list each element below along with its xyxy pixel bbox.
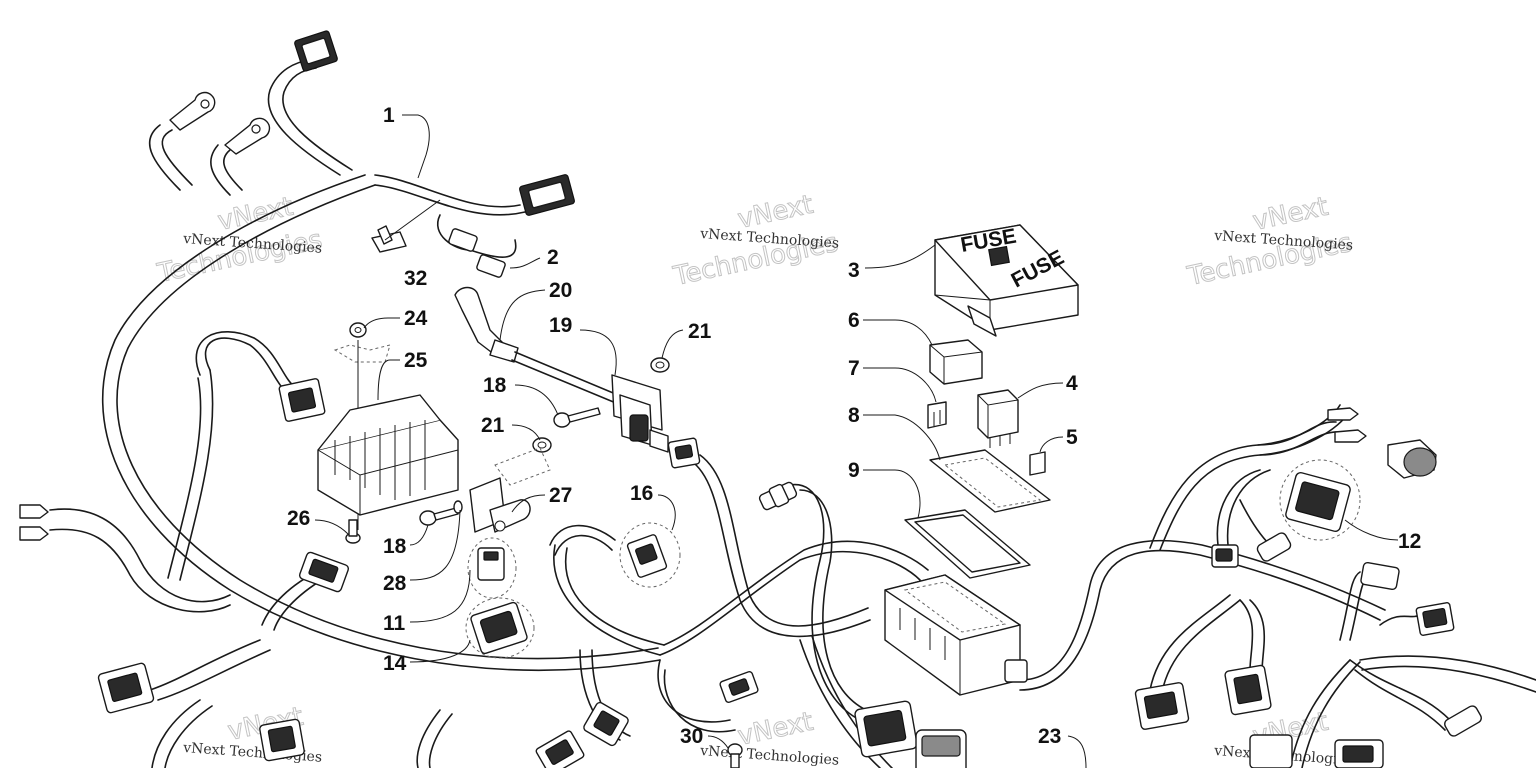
connector-small-mid xyxy=(758,481,798,511)
callout-23: 23 xyxy=(1038,725,1061,748)
connector-right-small-2 xyxy=(1256,532,1292,562)
callout-14: 14 xyxy=(383,652,407,675)
connector-bottom-left-2 xyxy=(259,718,305,762)
watermark-3: vNext Technologies vNext Technologies xyxy=(1184,191,1356,292)
switch-knob xyxy=(1387,439,1437,479)
callout-18-top: 18 xyxy=(483,374,507,397)
callout-12: 12 xyxy=(1398,530,1421,553)
callout-24: 24 xyxy=(404,307,428,330)
main-harness xyxy=(49,59,1536,768)
connector-bottom-mid-1 xyxy=(535,730,585,768)
callout-11: 11 xyxy=(383,612,406,635)
nut-21-top xyxy=(650,357,670,373)
relay-11 xyxy=(467,537,517,599)
connector-near-25 xyxy=(278,378,326,422)
connector-bottom-mid-3 xyxy=(719,670,759,704)
fuse-7 xyxy=(927,401,947,429)
fuse-5 xyxy=(1029,451,1046,476)
spade-terminals-left xyxy=(19,504,49,541)
fuse-box-base xyxy=(884,574,1028,696)
connector-bottom-center-2 xyxy=(915,729,967,768)
screw-18-lower xyxy=(419,500,463,526)
connector-16 xyxy=(619,522,681,588)
svg-text:vNext: vNext xyxy=(1250,192,1331,237)
connector-bottom-center xyxy=(854,700,918,758)
relay-4 xyxy=(977,389,1019,448)
callout-8: 8 xyxy=(848,404,860,427)
connector-right-4 xyxy=(1415,602,1455,636)
gasket-9 xyxy=(904,509,1031,579)
callout-19: 19 xyxy=(549,314,572,337)
watermark-2: vNext Technologies vNext Technologies xyxy=(670,189,842,292)
callout-3: 3 xyxy=(848,259,860,282)
svg-text:vNext Technologies: vNext Technologies xyxy=(699,743,840,768)
bracket-27 xyxy=(469,447,551,533)
connector-bottom-left xyxy=(97,662,155,714)
leader-lines xyxy=(314,114,1399,768)
connector-2 xyxy=(448,228,506,278)
connector-12 xyxy=(1279,459,1361,541)
ignition-coil-19 xyxy=(611,374,669,453)
callout-20: 20 xyxy=(549,279,572,302)
callout-25: 25 xyxy=(404,349,428,372)
ring-terminal-2 xyxy=(224,117,271,155)
callout-4: 4 xyxy=(1066,372,1078,395)
connector-near-19 xyxy=(667,437,701,469)
connector-three-pin xyxy=(298,551,350,593)
connector-right-small-1 xyxy=(1211,544,1239,568)
connector-right-3 xyxy=(1360,561,1400,591)
connector-right-5 xyxy=(1134,682,1190,730)
connector-right-7 xyxy=(1444,705,1482,737)
callout-18-lower: 18 xyxy=(383,535,407,558)
connector-bottom-mid-2 xyxy=(583,701,629,747)
callout-2: 2 xyxy=(547,246,559,269)
ring-terminal-1 xyxy=(169,91,216,131)
fuse-board-8 xyxy=(929,449,1051,513)
connector-top xyxy=(294,30,338,72)
regulator-25 xyxy=(317,394,459,516)
bolt-30 xyxy=(727,743,743,768)
spade-terminals-right xyxy=(1327,407,1367,443)
connector-near-1 xyxy=(519,174,575,216)
callout-26: 26 xyxy=(287,507,310,530)
svg-text:vNext: vNext xyxy=(735,707,816,752)
svg-text:vNext: vNext xyxy=(735,190,816,235)
watermark-5: vNext vNext Technologies xyxy=(699,706,840,768)
screw-18-top xyxy=(553,407,601,428)
callout-6: 6 xyxy=(848,309,860,332)
callout-labels: 1 2 3 4 5 6 7 8 9 11 12 14 16 18 18 19 2… xyxy=(287,104,1421,748)
callout-7: 7 xyxy=(848,357,860,380)
callout-16: 16 xyxy=(630,482,653,505)
callout-30: 30 xyxy=(680,725,703,748)
nut-21-lower xyxy=(532,437,552,453)
callout-21-lower: 21 xyxy=(481,414,505,437)
relay-6 xyxy=(929,339,983,385)
callout-27: 27 xyxy=(549,484,572,507)
callout-5: 5 xyxy=(1066,426,1078,449)
clip-32 xyxy=(371,225,407,253)
callout-32: 32 xyxy=(404,267,427,290)
callout-21-top: 21 xyxy=(688,320,712,343)
connector-right-bottom xyxy=(1249,734,1384,768)
callout-9: 9 xyxy=(848,459,860,482)
callout-1: 1 xyxy=(383,104,395,127)
watermark-1: vNext Technologies vNext Technologies xyxy=(154,191,326,289)
svg-text:vNext: vNext xyxy=(215,192,296,237)
bolt-26 xyxy=(345,519,361,544)
hose-20 xyxy=(454,286,631,409)
fuse-box-lid-3: FUSE FUSE xyxy=(934,224,1079,337)
connector-right-6 xyxy=(1224,664,1272,716)
connector-14 xyxy=(465,597,535,659)
callout-28: 28 xyxy=(383,572,407,595)
